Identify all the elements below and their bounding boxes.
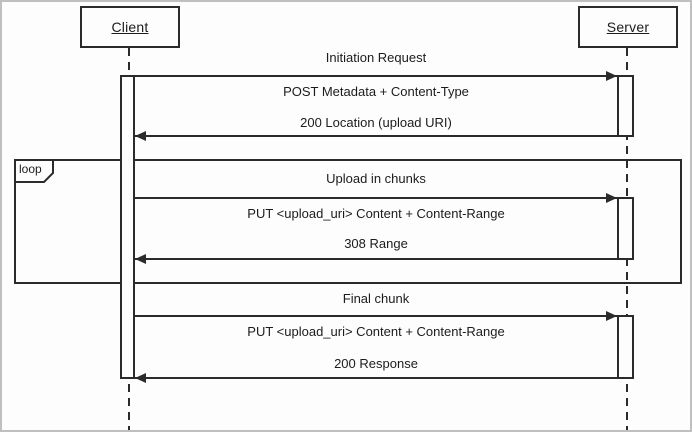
message-arrow-post-metadata (135, 71, 617, 81)
actor-box-client: Client (80, 6, 180, 48)
activation-server-1 (617, 75, 634, 137)
section-title-upload-chunks: Upload in chunks (326, 171, 426, 186)
message-arrow-308-range (135, 254, 617, 264)
actor-label-client: Client (111, 19, 149, 35)
activation-server-2 (617, 197, 634, 260)
actor-box-server: Server (578, 6, 678, 48)
message-label-post-metadata: POST Metadata + Content-Type (283, 84, 469, 99)
message-arrow-200-response (135, 373, 617, 383)
message-label-200-response: 200 Response (334, 356, 418, 371)
loop-operator-label: loop (19, 162, 42, 176)
loop-operator-pentagon (14, 159, 54, 183)
loop-fragment (14, 159, 682, 284)
message-label-200-location: 200 Location (upload URI) (300, 115, 452, 130)
message-label-put-chunk: PUT <upload_uri> Content + Content-Range (247, 206, 505, 221)
activation-client (120, 75, 135, 379)
message-label-308-range: 308 Range (344, 236, 408, 251)
section-title-final-chunk: Final chunk (342, 291, 410, 306)
message-arrow-200-location (135, 131, 617, 141)
activation-server-3 (617, 315, 634, 379)
message-label-put-final: PUT <upload_uri> Content + Content-Range (247, 324, 505, 339)
actor-label-server: Server (606, 19, 650, 35)
message-arrow-put-final (135, 311, 617, 321)
message-arrow-put-chunk (135, 193, 617, 203)
section-title-initiation: Initiation Request (325, 50, 427, 65)
